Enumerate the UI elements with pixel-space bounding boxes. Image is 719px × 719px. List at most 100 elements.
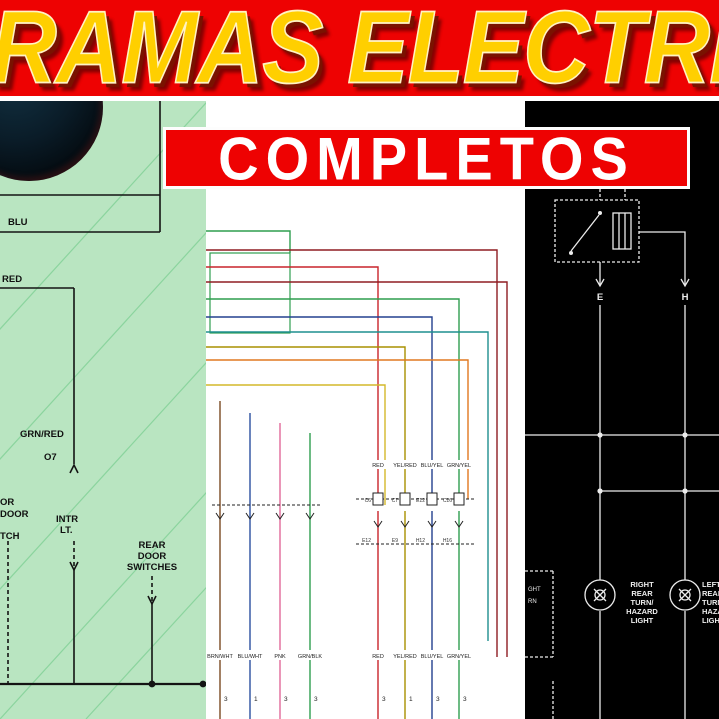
junction-dot xyxy=(682,432,688,438)
arrow-down xyxy=(427,520,437,528)
arrow-down xyxy=(400,520,410,528)
wire-label: RED xyxy=(372,654,384,660)
connector-label: H16 xyxy=(443,538,452,544)
connector-pin-box xyxy=(399,492,411,506)
wire-label: RED xyxy=(372,463,384,469)
junction-dot xyxy=(597,432,603,438)
connector-row xyxy=(212,492,476,545)
lamp-label-right: HAZARD xyxy=(626,607,658,616)
relay-contact xyxy=(598,211,602,215)
wire-maroon-1 xyxy=(206,249,498,657)
label-grn-red: GRN/RED xyxy=(20,429,64,440)
pin-number: 3 xyxy=(314,696,318,703)
wire-yellow xyxy=(206,384,386,505)
relay-contact xyxy=(569,251,573,255)
wire-label: YEL/RED xyxy=(393,463,417,469)
lamp-label-right: TURN/ xyxy=(631,598,655,607)
cut-connector-box xyxy=(525,570,554,658)
junction-dot xyxy=(199,680,206,688)
lamp-label-right: REAR xyxy=(631,589,653,598)
wire-teal xyxy=(206,331,489,641)
label-lt: LT. xyxy=(60,525,73,536)
arrow-down xyxy=(595,278,605,288)
label-cut-door: DOOR xyxy=(0,509,29,520)
connector-pin-box xyxy=(372,492,384,506)
wire-orange xyxy=(206,359,469,499)
connector-label: C16 xyxy=(443,498,452,504)
connector-label: H12 xyxy=(416,538,425,544)
lamp-label-right: LIGHT xyxy=(631,616,654,625)
wiring-diagram-right: E H RIGHT REAR TURN/ HAZARD LIGHT LEFT R… xyxy=(525,189,719,719)
completos-banner: COMPLETOS xyxy=(163,124,690,192)
pin-number: 1 xyxy=(254,696,258,703)
label-switches: SWITCHES xyxy=(127,562,177,573)
wire-yel-red xyxy=(206,346,406,505)
connector-pin-box xyxy=(426,492,438,506)
left-wiring-lines xyxy=(0,101,206,688)
diagonal-pattern xyxy=(0,102,206,719)
title-banner: GRAMAS ELECTRIC xyxy=(0,0,719,101)
lamp-label-left: HAZARD xyxy=(702,607,719,616)
junction-dot xyxy=(682,488,688,494)
wire-label: BLU/YEL xyxy=(421,654,444,660)
wire-label: GRN/BLK xyxy=(298,654,322,660)
lamp-bulb xyxy=(594,589,606,601)
pin-number: 3 xyxy=(382,696,386,703)
pin-number: 3 xyxy=(224,696,228,703)
arrow-down xyxy=(454,520,464,528)
wire-red xyxy=(206,266,379,505)
wire-label: BLU/WHT xyxy=(238,654,263,660)
arrow-down xyxy=(275,512,285,520)
arrow-down xyxy=(245,512,255,520)
wire-grn-yel xyxy=(206,298,460,505)
banner-title-text: GRAMAS ELECTRIC xyxy=(0,0,719,105)
relay-coil xyxy=(612,212,632,250)
connector-label: C6 xyxy=(365,498,372,504)
lamp-label-left: LEFT xyxy=(702,580,719,589)
label-h: H xyxy=(682,292,689,303)
label-cut-ght: GHT xyxy=(528,587,541,593)
label-cut-or: OR xyxy=(0,497,14,508)
wire-red-run xyxy=(0,287,75,464)
panel-black-schematic: E H RIGHT REAR TURN/ HAZARD LIGHT LEFT R… xyxy=(525,101,719,719)
lamp-left-rear xyxy=(669,579,701,611)
label-door: DOOR xyxy=(138,551,167,562)
wire-label: BLU/YEL xyxy=(421,463,444,469)
wiring-diagram-middle: RED YEL/RED BLU/YEL GRN/YEL C6 C7 E12 C1… xyxy=(206,230,508,719)
connector-label: E12 xyxy=(362,538,371,544)
pin-number: 3 xyxy=(284,696,288,703)
pin-number: 1 xyxy=(409,696,413,703)
arrow-down xyxy=(215,512,225,520)
label-intr: INTR xyxy=(56,514,78,525)
completos-text: COMPLETOS xyxy=(218,123,635,193)
wire-green-stub xyxy=(206,230,291,253)
label-rear: REAR xyxy=(139,540,166,551)
arrow-down xyxy=(680,278,690,288)
colored-wires xyxy=(206,230,508,719)
label-cut-rn: RN xyxy=(528,599,537,605)
connector-label: E12 xyxy=(416,498,425,504)
lamp-right-rear xyxy=(584,579,616,611)
arrow-up xyxy=(69,463,79,474)
junction-dot xyxy=(597,488,603,494)
panel-green-schematic: BLU RED GRN/RED O7 INTR LT. OR DOOR TCH … xyxy=(0,101,206,719)
junction-dot xyxy=(148,680,156,688)
wire-blu-yel xyxy=(206,316,433,505)
wire-label: YEL/RED xyxy=(393,654,417,660)
arrow-down xyxy=(305,512,315,520)
label-red: RED xyxy=(2,274,22,285)
lamp-filament xyxy=(678,588,692,602)
wiring-diagram-left: BLU RED GRN/RED O7 INTR LT. OR DOOR TCH … xyxy=(0,101,206,719)
wire-label: GRN/YEL xyxy=(447,463,471,469)
label-o7: O7 xyxy=(44,452,57,463)
label-cut-tch: TCH xyxy=(0,531,20,542)
lead-h xyxy=(639,231,686,285)
label-e: E xyxy=(597,292,603,303)
lamp-label-left: REAR xyxy=(702,589,719,598)
panel-white-schematic: RED YEL/RED BLU/YEL GRN/YEL C6 C7 E12 C1… xyxy=(206,101,525,719)
connector-pin-box xyxy=(453,492,465,506)
label-blu: BLU xyxy=(8,217,28,228)
wire-label-backgrounds xyxy=(206,460,473,660)
wire-label: PNK xyxy=(274,654,286,660)
pin-number: 3 xyxy=(436,696,440,703)
